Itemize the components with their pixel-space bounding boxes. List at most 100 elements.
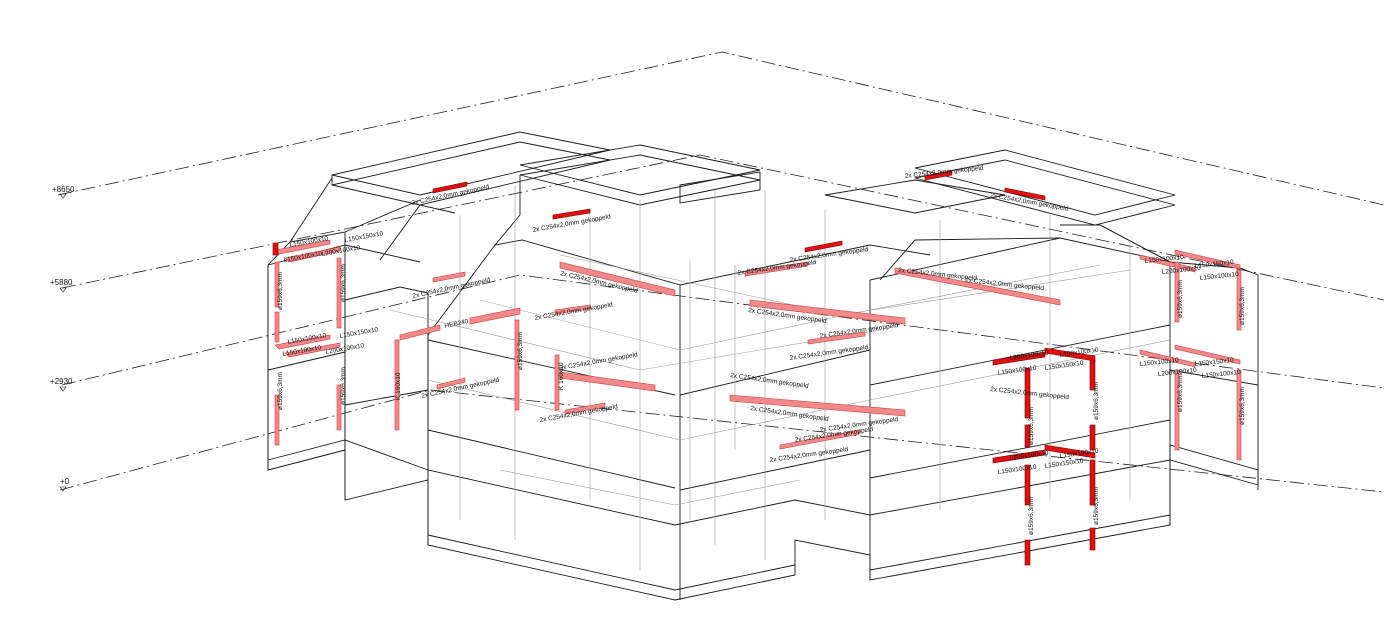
steel-column	[274, 394, 280, 446]
column-label: K 160x10	[558, 362, 565, 390]
beam-label: L150x100x10	[1144, 254, 1184, 265]
beam-label: L200x100x10	[1157, 367, 1197, 378]
beam-label: 2x C254x2,0mm gekoppeld	[789, 246, 869, 264]
steel-beam	[992, 351, 1046, 366]
steel-beam	[432, 181, 468, 194]
column-label: ø159x6,3mm	[1177, 374, 1184, 412]
beam-label: 2x C254x2,0mm gekoppeld	[904, 165, 984, 180]
steel-beam	[554, 304, 591, 315]
beam-label: 2x C254x2,0mm gekoppeld	[730, 372, 810, 390]
steel-column	[554, 354, 560, 411]
steel-beam	[804, 240, 843, 253]
steel-beam	[1044, 444, 1096, 459]
steel-beam	[749, 299, 906, 325]
beam-label: L150x150x10	[1044, 360, 1084, 372]
steel-beam	[1139, 349, 1196, 368]
column-label: ø159x6,3mm	[277, 272, 284, 310]
beam-label: L150x150x10	[1044, 458, 1084, 470]
beam-label: 2x C254x2,0mm gekoppeld	[539, 403, 619, 424]
beam-label: L200x100x10	[1009, 350, 1049, 362]
steel-beam	[894, 267, 1061, 306]
steel-column	[1024, 464, 1031, 506]
level-value: +5880	[50, 278, 73, 287]
steel-beam	[744, 261, 809, 277]
beam-label: L200x100x10	[1009, 450, 1049, 462]
steel-column	[272, 242, 279, 256]
column-label: ø159x6,3mm	[1093, 487, 1100, 525]
beam-label: L150x100x10	[1199, 271, 1239, 282]
steel-column	[1089, 459, 1096, 506]
steel-beam	[564, 402, 606, 415]
beam-label: 2x C254x2,0mm gekoppeld	[532, 213, 612, 234]
level-marker-8650: +8650	[52, 185, 75, 199]
beam-label: L150x100x10	[997, 365, 1037, 377]
column-label: ø159x6,3mm	[1239, 387, 1246, 425]
steel-column	[514, 319, 520, 411]
steel-beam	[559, 261, 676, 297]
level-value: +8650	[52, 185, 75, 194]
steel-beam	[1004, 187, 1046, 201]
steel-beam	[436, 377, 466, 390]
steel-beam	[924, 170, 953, 181]
steel-beam	[552, 208, 591, 220]
steel-beam	[779, 429, 861, 450]
steel-column	[336, 257, 342, 329]
steel-column	[1089, 527, 1096, 551]
steel-members	[272, 170, 1242, 566]
steel-column	[1174, 369, 1180, 451]
beam-label: 2x C254x2,0mm gekoppeld	[819, 322, 899, 340]
column-label: ø159x6,3mm	[1028, 407, 1035, 445]
level-marker-2930: +2930	[50, 377, 73, 392]
steel-column	[1024, 424, 1031, 448]
column-label: ø159x6,3mm	[517, 332, 524, 370]
column-label: ø159x6,3mm	[340, 264, 347, 302]
steel-column	[274, 261, 280, 308]
steel-column	[394, 339, 400, 431]
beam-label: L200x100x10	[1161, 265, 1201, 276]
steel-beam	[559, 371, 656, 392]
beam-label: L150x100x10	[287, 332, 327, 346]
steel-column	[274, 311, 280, 343]
beam-label: L150x100x10	[1139, 357, 1179, 368]
steel-column	[336, 384, 342, 431]
steel-column	[1174, 261, 1180, 323]
level-value: +2930	[50, 377, 73, 386]
beam-label: L150x100x10	[997, 464, 1037, 476]
steel-beam	[284, 246, 341, 263]
column-label: ø159x6,3mm	[1177, 280, 1184, 318]
steel-beam	[729, 394, 906, 417]
level-value: +0	[60, 477, 70, 486]
level-marker-0: +0	[59, 477, 70, 492]
steel-column	[1236, 369, 1242, 461]
column-label: ø159x6,3mm	[277, 372, 284, 410]
steel-beam	[274, 334, 331, 350]
beam-label: 2x C254x2,0mm gekoppeld	[412, 277, 491, 300]
beam-label: 2x C254x2,0mm gekoppeld	[559, 351, 639, 372]
steel-beam	[1174, 249, 1241, 270]
steel-beam	[399, 324, 441, 341]
building-wireframe	[267, 131, 1259, 601]
steel-column	[1024, 539, 1031, 566]
beam-label: L150x150x10	[344, 230, 384, 244]
beam-label: 2x C254x2,0mm gekoppeld	[534, 301, 614, 322]
beam-label: L150x150x10	[1194, 259, 1234, 270]
steel-beam	[1174, 344, 1241, 365]
column-label: ø159x6,3mm	[340, 367, 347, 405]
steel-beam	[469, 307, 521, 325]
column-label: ø159x6,3mm	[1093, 382, 1100, 420]
steel-column	[1024, 367, 1031, 419]
column-label: ø159x6,3mm	[1239, 287, 1246, 325]
steel-beam	[432, 271, 466, 283]
steel-column	[1236, 269, 1242, 331]
column-label: ø159x6,3mm	[1028, 497, 1035, 535]
level-marker-5880: +5880	[50, 278, 73, 293]
beam-label: HEB240	[444, 318, 470, 330]
beam-label: L150x150x10	[1194, 357, 1234, 368]
steel-beam	[284, 342, 341, 358]
beam-label: L150x100x10	[1201, 369, 1241, 380]
steel-beam	[992, 449, 1046, 464]
steel-column	[1089, 424, 1096, 451]
steel-column	[1089, 359, 1096, 391]
steel-beam	[807, 331, 866, 345]
